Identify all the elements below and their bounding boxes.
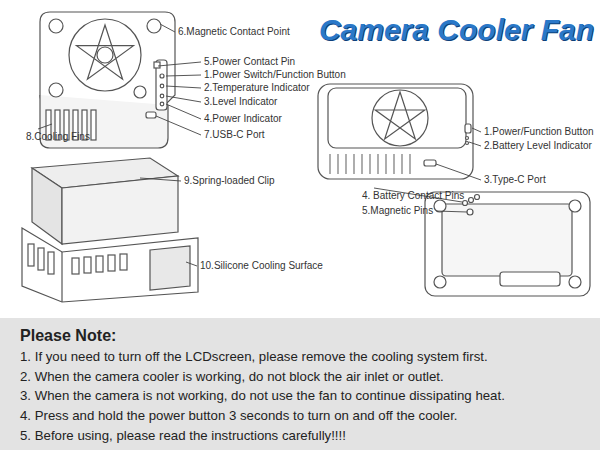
leader-line (472, 128, 481, 132)
callout-label: 4. Battery Contact Pins (362, 190, 464, 202)
callout-label: 8.Cooling Fins (26, 131, 90, 143)
leader-line (140, 178, 181, 181)
callout-label: 2.Temperature Indicator (204, 82, 310, 94)
leader-line (38, 124, 52, 129)
page-title: Camera Cooler Fan (319, 12, 594, 48)
callout-label: 5.Magnetic Pins (362, 205, 433, 217)
leader-line (436, 211, 467, 212)
callout-label: 9.Spring-loaded Clip (184, 175, 275, 187)
note-panel: Please Note:1. If you need to turn off t… (0, 318, 600, 450)
note-heading: Please Note: (20, 324, 586, 347)
leader-line (166, 75, 201, 76)
note-item: 3. When the camera is not working, do no… (20, 386, 586, 406)
callout-label: 2.Battery Level Indicator (484, 140, 592, 152)
leader-line (166, 86, 201, 88)
leader-line (469, 142, 481, 146)
callout-label: 6.Magnetic Contact Point (178, 26, 290, 38)
callout-label: 5.Power Contact Pin (204, 56, 295, 68)
leader-line (166, 104, 201, 119)
leader-line (160, 24, 175, 32)
callout-label: 1.Power/Function Button (484, 126, 594, 138)
note-item: 5. Before using, please read the instruc… (20, 426, 586, 446)
callout-label: 4.Power Indicator (204, 113, 282, 125)
leader-line (166, 96, 201, 102)
leader-line (158, 62, 201, 66)
callout-label: 3.Type-C Port (484, 174, 546, 186)
note-item: 1. If you need to turn off the LCDscreen… (20, 347, 586, 367)
leader-line (156, 116, 201, 135)
leader-line (436, 164, 481, 180)
note-item: 2. When the camera cooler is working, do… (20, 367, 586, 387)
callout-label: 3.Level Indicator (204, 96, 277, 108)
callout-label: 1.Power Switch/Function Button (204, 69, 346, 81)
note-item: 4. Press and hold the power button 3 sec… (20, 406, 586, 426)
leader-line (186, 262, 197, 266)
callout-label: 10.Silicone Cooling Surface (200, 260, 323, 272)
callout-label: 7.USB-C Port (204, 129, 265, 141)
